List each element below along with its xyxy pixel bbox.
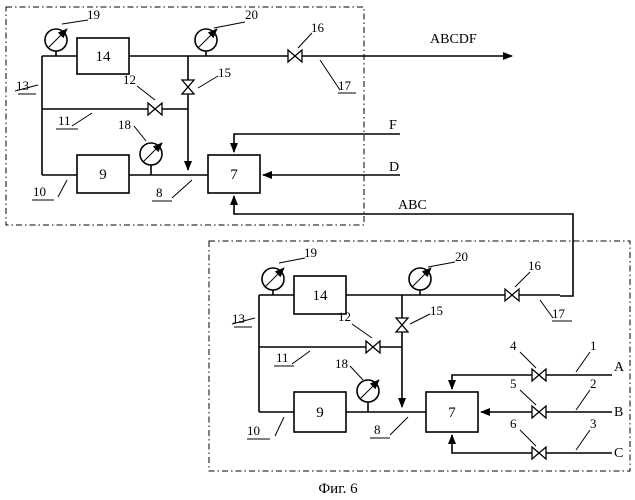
lower-label-12: 12	[338, 309, 351, 324]
lower-label-18: 18	[335, 356, 348, 371]
leader-l1	[576, 352, 590, 372]
lower-valve-15-icon	[396, 318, 408, 332]
upper-label-16: 16	[311, 20, 325, 35]
upper-label-18: 18	[118, 117, 131, 132]
upper-label-19: 19	[87, 7, 100, 22]
leader-l10	[275, 417, 284, 436]
upper-label-13: 13	[16, 78, 29, 93]
upper-valve-15-icon	[182, 80, 194, 94]
lower-label-3: 3	[590, 416, 597, 431]
flow-label-a: A	[614, 360, 625, 375]
leader-l4	[520, 352, 536, 368]
leader-u12	[137, 86, 155, 100]
lower-label-17: 17	[552, 306, 566, 321]
lower-label-4: 4	[510, 338, 517, 353]
leader-l16	[515, 272, 530, 287]
upper-label-11: 11	[58, 113, 71, 128]
flow-label-abcdf: ABCDF	[430, 32, 477, 47]
lower-block-7-label: 7	[448, 405, 456, 421]
upper-label-17: 17	[338, 78, 352, 93]
flow-label-abc: ABC	[398, 198, 427, 213]
lower-label-15: 15	[430, 303, 443, 318]
leader-l20	[428, 262, 455, 267]
lower-label-20: 20	[455, 249, 468, 264]
leader-l19	[279, 258, 305, 263]
lower-module: 14 9 7	[209, 241, 630, 471]
leader-u11	[72, 113, 92, 126]
lower-label-11: 11	[276, 350, 289, 365]
leader-l15	[410, 314, 430, 324]
upper-valve-16-icon	[288, 50, 302, 62]
upper-module: 14 9 7	[6, 7, 512, 225]
leader-l2	[576, 390, 590, 410]
lower-feed-a-pipe	[452, 375, 532, 389]
lower-label-8: 8	[374, 422, 381, 437]
lower-label-1: 1	[590, 338, 597, 353]
leader-l3	[576, 430, 590, 450]
lower-valve-5-icon	[532, 406, 546, 418]
leader-l6	[520, 430, 536, 446]
upper-label-8: 8	[156, 185, 163, 200]
leader-u16	[298, 33, 312, 48]
lower-label-5: 5	[510, 376, 517, 391]
lower-label-2: 2	[590, 376, 597, 391]
leader-u18	[134, 126, 146, 141]
leader-u19	[62, 20, 88, 24]
upper-label-10: 10	[33, 184, 46, 199]
leader-u15	[198, 76, 218, 88]
upper-feed-f-pipe	[234, 134, 400, 152]
lower-block-9-label: 9	[316, 405, 324, 421]
figure-caption: Фиг. 6	[318, 481, 358, 497]
lower-block-14-label: 14	[313, 288, 329, 304]
lower-label-13: 13	[232, 311, 245, 326]
upper-label-15: 15	[218, 65, 231, 80]
upper-block-9-label: 9	[99, 167, 107, 183]
lower-valve-12-icon	[366, 341, 380, 353]
lower-label-19: 19	[304, 245, 317, 260]
leader-l12	[352, 324, 372, 338]
leader-l11	[292, 351, 310, 364]
leader-u8	[172, 180, 192, 198]
upper-label-20: 20	[245, 7, 258, 22]
lower-label-10: 10	[247, 423, 260, 438]
lower-label-16: 16	[528, 258, 542, 273]
flow-label-d: D	[389, 160, 399, 175]
lower-valve-16-icon	[505, 289, 519, 301]
upper-valve-12-icon	[148, 103, 162, 115]
leader-l8	[390, 417, 408, 435]
leader-u17	[320, 60, 340, 90]
lower-label-6: 6	[510, 416, 517, 431]
leader-u10	[58, 180, 67, 197]
upper-label-12: 12	[123, 72, 136, 87]
flow-label-c: C	[614, 446, 623, 461]
upper-block-14-label: 14	[96, 49, 112, 65]
leader-l5	[520, 390, 536, 405]
flow-label-b: B	[614, 405, 623, 420]
lower-valve-4-icon	[532, 369, 546, 381]
lower-valve-6-icon	[532, 447, 546, 459]
upper-block-7-label: 7	[230, 167, 238, 183]
leader-l18	[350, 366, 363, 380]
flow-label-f: F	[389, 118, 397, 133]
leader-u20	[214, 22, 245, 28]
lower-feed-c-pipe	[452, 435, 532, 453]
